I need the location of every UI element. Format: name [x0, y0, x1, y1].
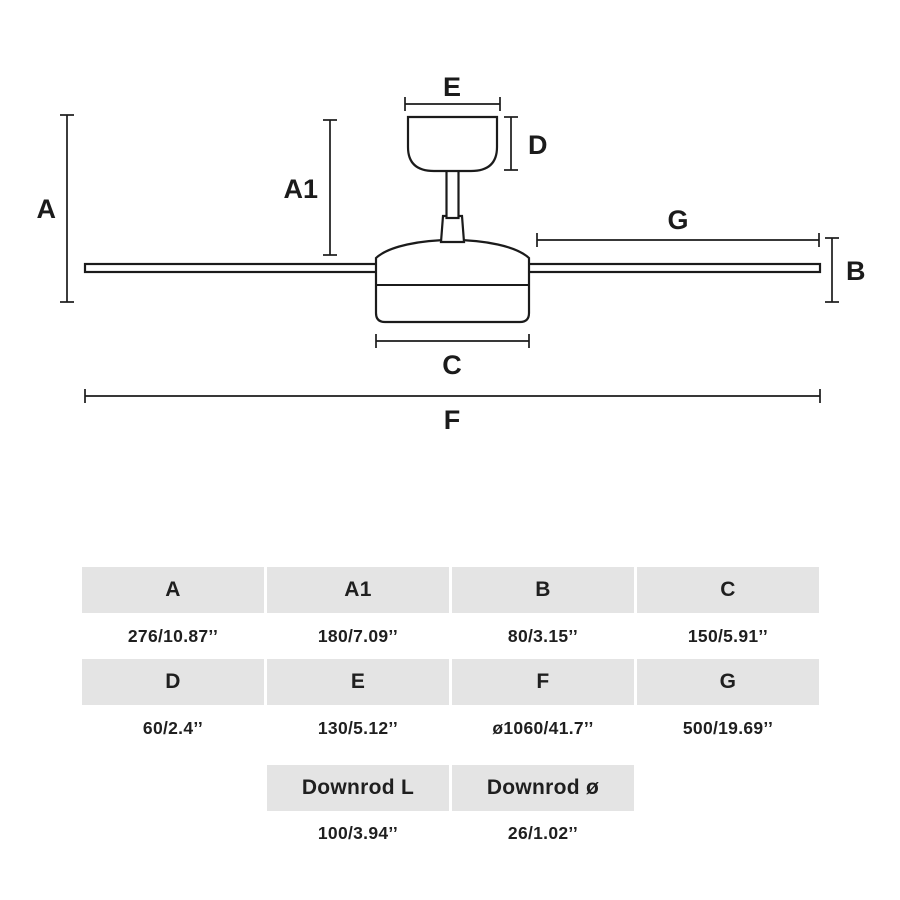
table-value-cell: 60/2.4’’ — [82, 705, 264, 751]
table-value-cell: 500/19.69’’ — [637, 705, 819, 751]
dim-label-e: E — [443, 72, 461, 102]
dim-e: E — [404, 72, 501, 111]
table-value-cell: 26/1.02’’ — [452, 811, 634, 855]
dim-a1: A1 — [283, 119, 337, 256]
dim-label-a: A — [37, 194, 57, 224]
table-header-row-downrod: Downrod L Downrod ø — [82, 765, 819, 811]
dim-label-g: G — [667, 205, 688, 235]
table-header-cell: Downrod L — [267, 765, 449, 811]
table-header-cell: C — [637, 567, 819, 613]
table-header-cell: G — [637, 659, 819, 705]
table-empty-cell — [637, 811, 819, 855]
table-spacer — [82, 751, 819, 765]
table-value-cell: 180/7.09’’ — [267, 613, 449, 659]
dim-d: D — [504, 116, 548, 171]
table-value-cell: 130/5.12’’ — [267, 705, 449, 751]
dim-label-c: C — [442, 350, 462, 380]
dim-label-d: D — [528, 130, 548, 160]
fan-coupler — [439, 214, 466, 244]
table-header-row: D E F G — [82, 659, 819, 705]
table-value-row: 60/2.4’’ 130/5.12’’ ø1060/41.7’’ 500/19.… — [82, 705, 819, 751]
dimension-table: A A1 B C 276/10.87’’ 180/7.09’’ 80/3.15’… — [82, 567, 819, 855]
fan-motor-body — [374, 238, 531, 324]
table-header-cell: D — [82, 659, 264, 705]
table-empty-cell — [637, 765, 819, 811]
dim-f: F — [84, 389, 821, 435]
dim-label-a1: A1 — [283, 174, 318, 204]
table-value-cell: 150/5.91’’ — [637, 613, 819, 659]
table-header-row: A A1 B C — [82, 567, 819, 613]
table-header-cell: E — [267, 659, 449, 705]
table-header-cell: B — [452, 567, 634, 613]
table-value-cell: 100/3.94’’ — [267, 811, 449, 855]
table-value-cell: 80/3.15’’ — [452, 613, 634, 659]
dim-b: B — [825, 237, 866, 303]
table-header-cell: Downrod ø — [452, 765, 634, 811]
table-empty-cell — [82, 811, 264, 855]
table-value-cell: ø1060/41.7’’ — [452, 705, 634, 751]
dim-c: C — [375, 334, 530, 380]
dim-label-b: B — [846, 256, 866, 286]
fan-dimension-diagram: E D A1 A G — [37, 72, 866, 435]
table-header-cell: A — [82, 567, 264, 613]
table-value-row: 276/10.87’’ 180/7.09’’ 80/3.15’’ 150/5.9… — [82, 613, 819, 659]
fan-downrod — [445, 168, 460, 220]
dim-label-f: F — [444, 405, 461, 435]
table-header-cell: A1 — [267, 567, 449, 613]
dim-g: G — [536, 205, 820, 247]
table-empty-cell — [82, 765, 264, 811]
fan-canopy — [406, 115, 499, 173]
table-value-row-downrod: 100/3.94’’ 26/1.02’’ — [82, 811, 819, 855]
dim-a: A — [37, 114, 74, 303]
table-value-cell: 276/10.87’’ — [82, 613, 264, 659]
table-header-cell: F — [452, 659, 634, 705]
